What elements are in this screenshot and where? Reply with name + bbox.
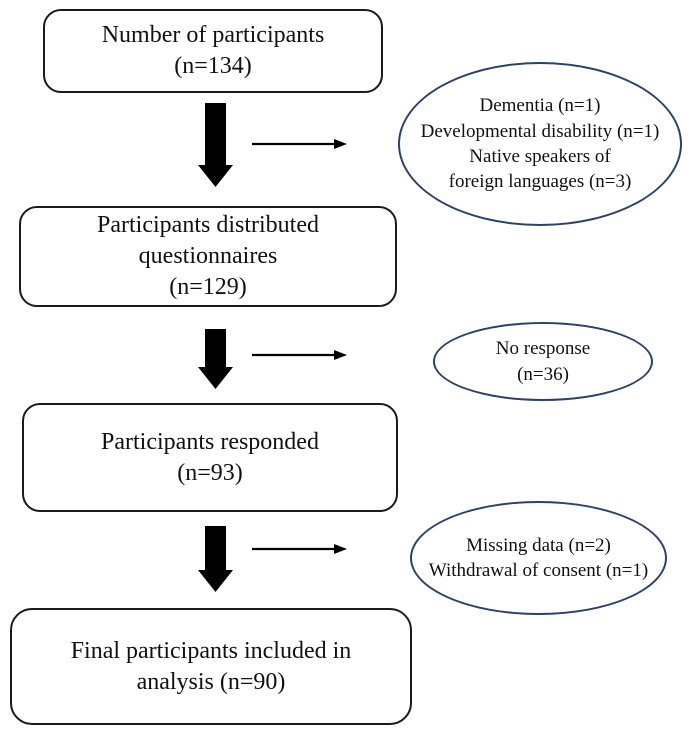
ellipse-text-line: Dementia (n=1) bbox=[479, 95, 601, 117]
box-final-participants: Final participants included in analysis … bbox=[10, 608, 412, 725]
ellipse-text-line: Withdrawal of consent (n=1) bbox=[428, 560, 649, 581]
box-participants-responded: Participants responded (n=93) bbox=[22, 403, 398, 512]
box-text-line: Participants responded bbox=[101, 428, 319, 455]
box-text-line: (n=129) bbox=[169, 273, 247, 300]
down-arrow-icon bbox=[198, 103, 233, 187]
ellipse-text-line: Missing data (n=2) bbox=[466, 534, 611, 556]
ellipse-no-response: No response (n=36) bbox=[433, 322, 653, 401]
box-text-line: (n=134) bbox=[174, 53, 252, 79]
ellipse-text-line: No response bbox=[495, 338, 591, 360]
box-text-line: analysis (n=90) bbox=[136, 668, 286, 695]
down-arrow-icon bbox=[198, 329, 233, 389]
box-text-line: Number of participants bbox=[101, 22, 325, 49]
right-arrow-icon bbox=[252, 542, 348, 556]
box-distributed-questionnaires: Participants distributed questionnaires … bbox=[19, 206, 397, 307]
box-text-line: (n=93) bbox=[177, 459, 243, 486]
box-text-line: Participants distributed bbox=[97, 212, 319, 239]
box-text-line: questionnaires bbox=[138, 243, 278, 270]
ellipse-enrollment-exclusions: Dementia (n=1) Developmental disability … bbox=[398, 62, 682, 226]
right-arrow-icon bbox=[252, 348, 348, 362]
ellipse-text-line: (n=36) bbox=[517, 363, 569, 385]
right-arrow-icon bbox=[252, 137, 348, 151]
box-number-of-participants: Number of participants (n=134) bbox=[43, 9, 383, 93]
box-text-line: Final participants included in bbox=[70, 637, 352, 664]
ellipse-text-line: Developmental disability (n=1) bbox=[420, 120, 660, 142]
ellipse-analysis-exclusions: Missing data (n=2) Withdrawal of consent… bbox=[410, 501, 667, 615]
ellipse-text-line: Native speakers of bbox=[469, 146, 611, 167]
ellipse-text-line: foreign languages (n=3) bbox=[448, 171, 632, 193]
down-arrow-icon bbox=[198, 526, 233, 592]
